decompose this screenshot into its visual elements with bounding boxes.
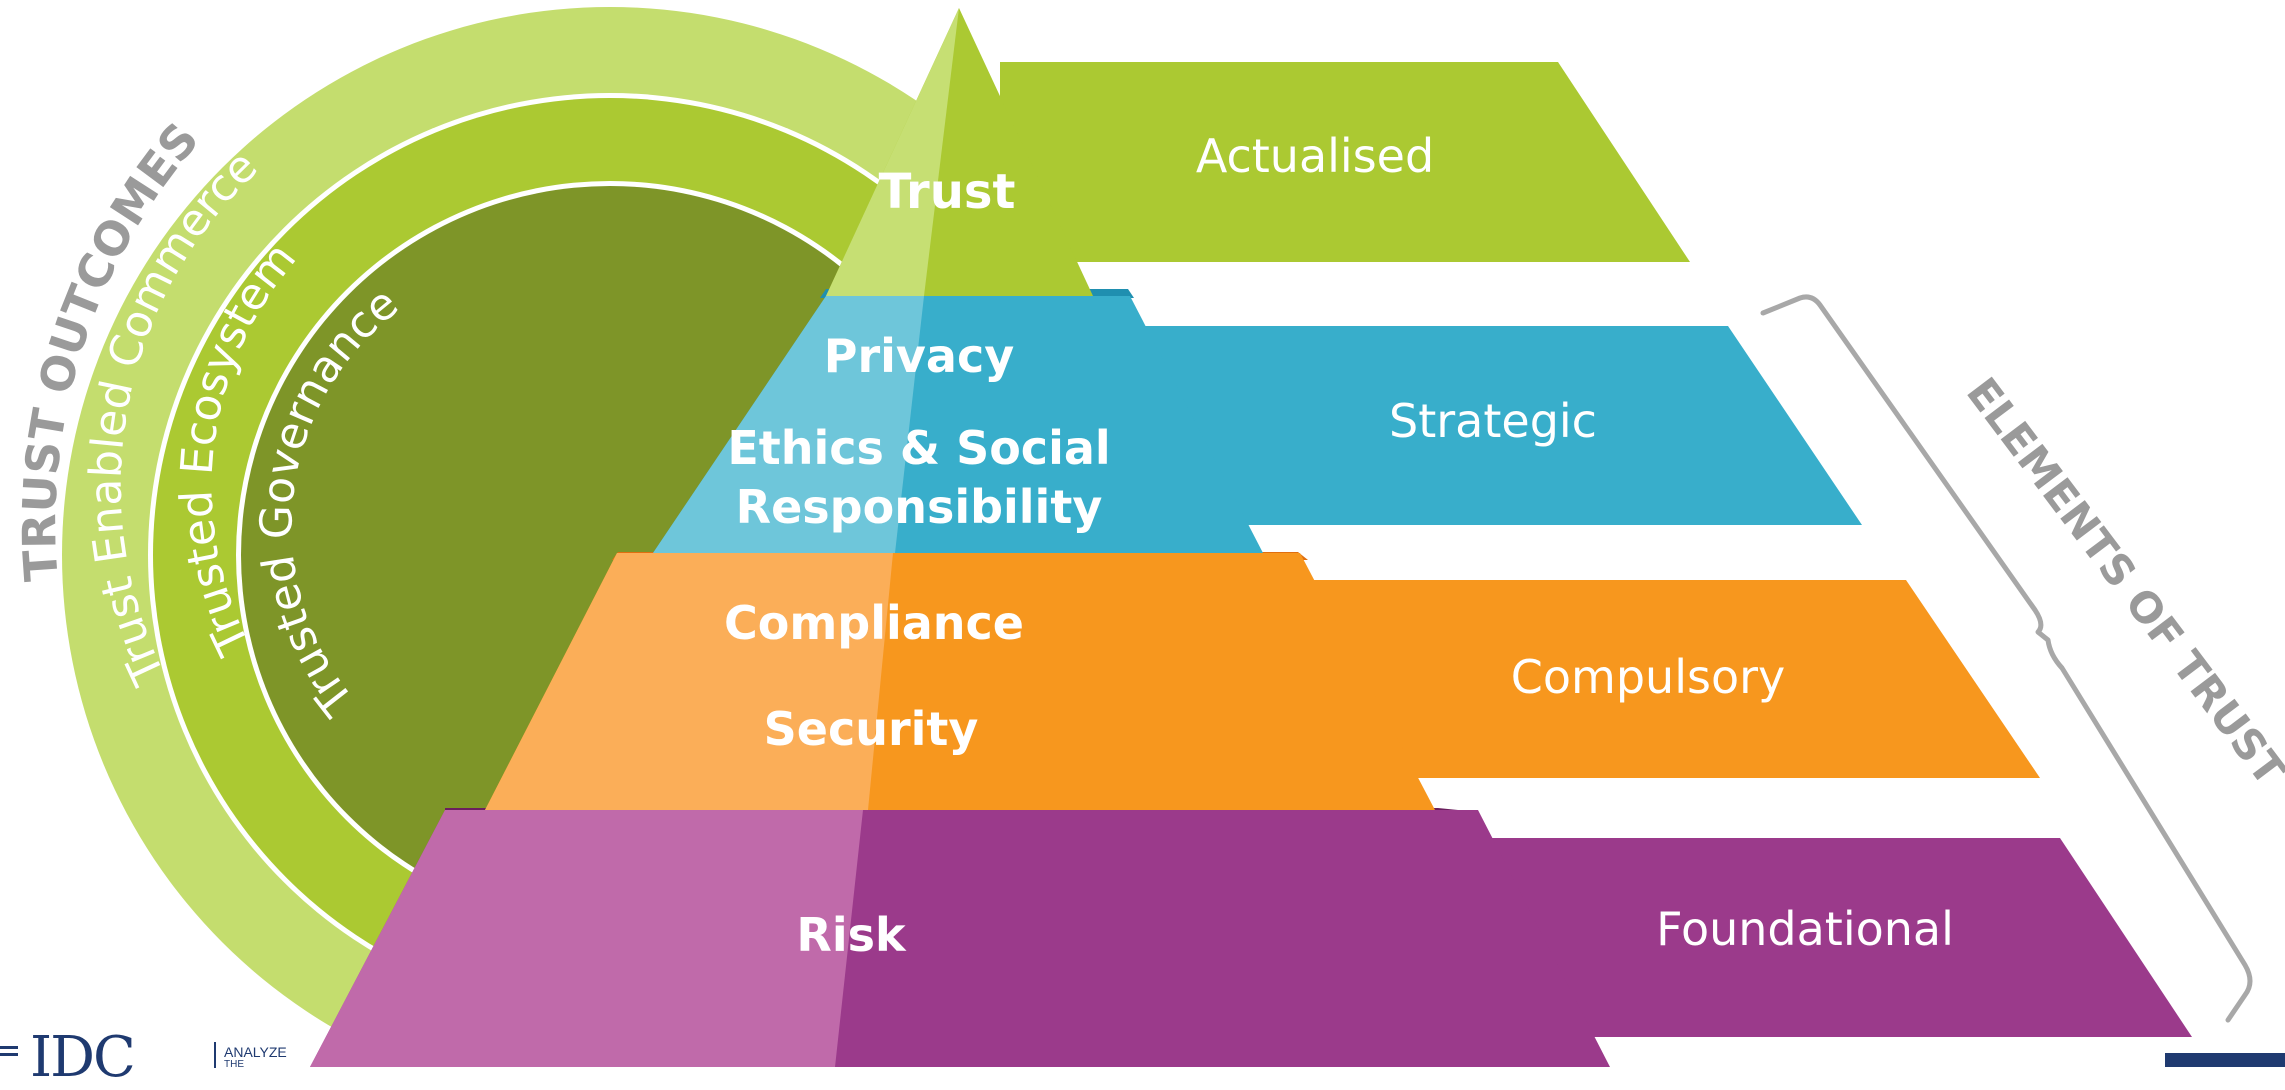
corner-accent <box>2165 1053 2285 1067</box>
pyramid-label-responsibility: Responsibility <box>736 480 1103 534</box>
level-band-actualised <box>1000 62 1690 262</box>
pyramid-tier-trust-highlight <box>826 8 959 296</box>
logo-lines-icon <box>0 1046 18 1064</box>
logo-divider <box>214 1042 216 1068</box>
pyramid-label-privacy: Privacy <box>824 329 1014 383</box>
logo-tagline-1: ANALYZE <box>224 1044 287 1060</box>
pyramid-label-trust: Trust <box>879 164 1016 220</box>
pyramid-label-security: Security <box>764 702 979 756</box>
level-band-foundational <box>1460 838 2192 1037</box>
level-label-compulsory: Compulsory <box>1511 650 1785 704</box>
elements-bracket <box>1760 294 2253 1023</box>
pyramid-tier-compliance-security-highlight <box>485 553 893 810</box>
pyramid-label-compliance: Compliance <box>724 596 1024 650</box>
trust-diagram: Trust Enabled Commerce Trusted Ecosystem… <box>12 7 2285 1067</box>
idc-logo: IDC ANALYZE THE <box>0 1030 320 1086</box>
pyramid-label-risk: Risk <box>796 908 907 962</box>
level-label-strategic: Strategic <box>1389 394 1597 448</box>
level-band-compulsory <box>1290 580 2040 778</box>
level-label-foundational: Foundational <box>1656 902 1954 956</box>
level-label-actualised: Actualised <box>1196 129 1434 183</box>
pyramid-label-ethics: Ethics & Social <box>727 421 1110 475</box>
pyramid-tier-privacy-ethics-highlight <box>653 296 924 553</box>
logo-mark: IDC <box>30 1025 136 1090</box>
level-band-strategic <box>1130 326 1862 525</box>
pyramid-tier-risk-highlight <box>310 810 863 1067</box>
logo-tagline-2: THE <box>224 1059 244 1070</box>
